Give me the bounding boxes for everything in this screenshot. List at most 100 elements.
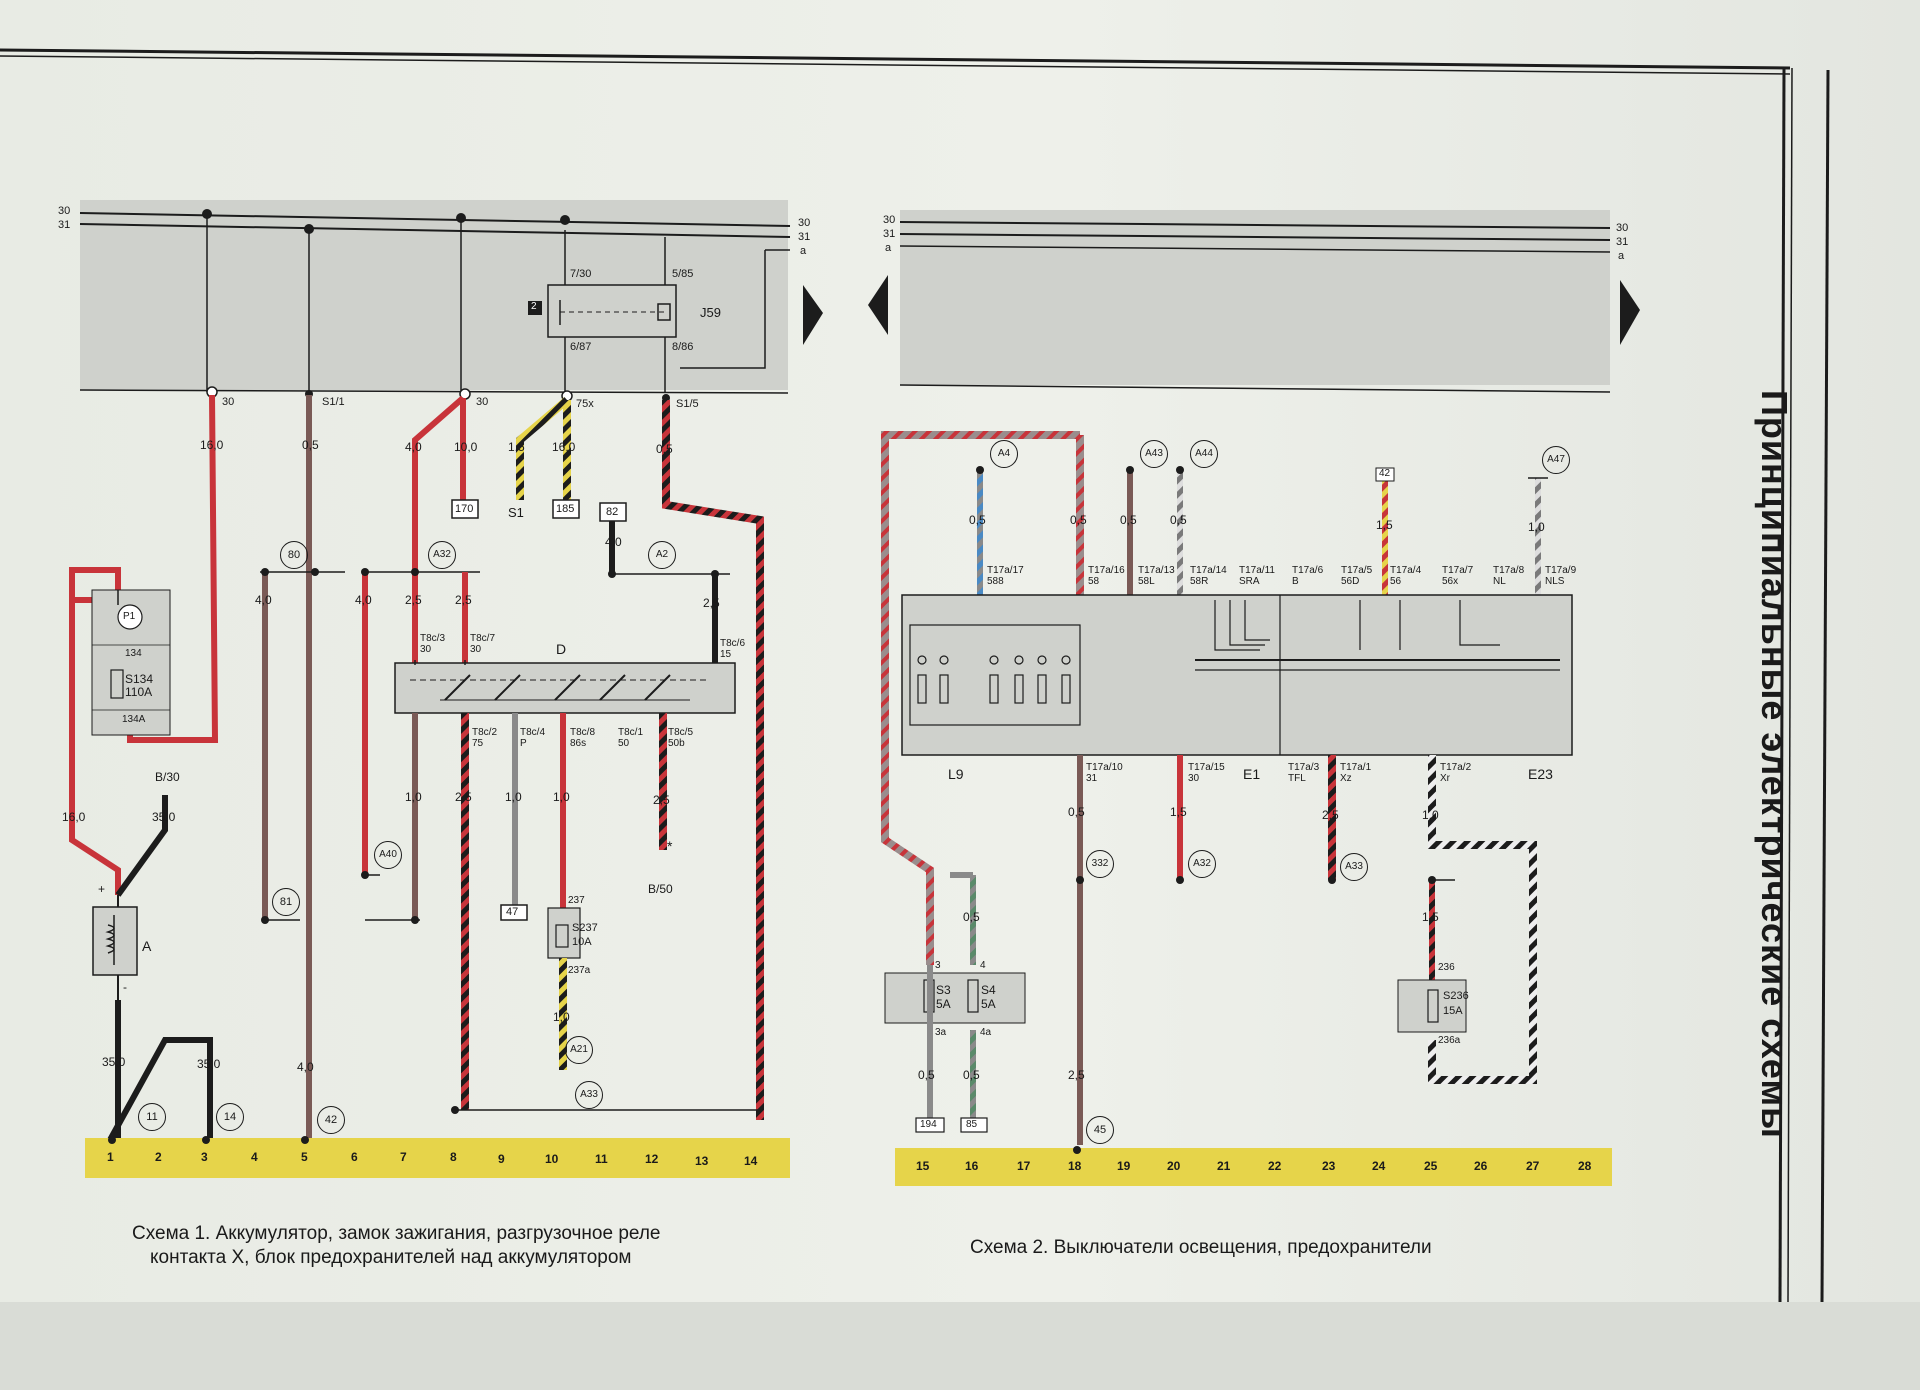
- fuse-s3-pin-bottom: 3a: [935, 1027, 947, 1038]
- conn-top-3-n: 58L: [1138, 576, 1155, 587]
- s2-grid-21: 21: [1217, 1159, 1231, 1173]
- conn-bottom-4-t: T17a/1: [1340, 762, 1372, 773]
- wiring-diagram: [0, 48, 1830, 1302]
- s2-bus-right-a: a: [1618, 250, 1625, 262]
- s1-wire-label-22: 35,0: [102, 1055, 126, 1069]
- fuse-s134-label: S134: [125, 672, 154, 686]
- s1-wire-label-11: 2,5: [455, 593, 472, 607]
- s1-grid-2: 2: [155, 1150, 162, 1164]
- conn-top-4-t: T17a/14: [1190, 565, 1227, 576]
- switch-top-pin-3-n: 15: [720, 649, 732, 660]
- circle-332: 332: [1086, 850, 1114, 878]
- s2-grid-28: 28: [1578, 1159, 1592, 1173]
- circle-a33-s2: A33: [1340, 853, 1368, 881]
- conn-top-6-t: T17a/6: [1292, 565, 1324, 576]
- fuse-s4-rating: 5A: [981, 997, 996, 1011]
- s1-wire-label-13: 2,5: [703, 596, 720, 610]
- conn-top-9-n: 56x: [1442, 576, 1459, 587]
- caption-schema-1-line2: контакта X, блок предохранителей над акк…: [150, 1247, 632, 1268]
- conn-bottom-1-t: T17a/10: [1086, 762, 1123, 773]
- page: 30 31 30 31 a 2 J59 7/30 5/85 6/87 8/86 …: [0, 0, 1920, 1302]
- s2-bus-left-30: 30: [883, 214, 896, 226]
- conn-top-2-n: 58: [1088, 576, 1100, 587]
- conn-top-5-n: SRA: [1239, 576, 1260, 587]
- conn-bottom-2-n: 30: [1188, 773, 1200, 784]
- s2-bus-right-31: 31: [1616, 236, 1629, 248]
- switch-top-pin-2-t: T8c/7: [470, 633, 496, 644]
- s2-grid-15: 15: [916, 1159, 930, 1173]
- s1-wire-label-20: 35,0: [152, 810, 176, 824]
- conn-top-2-t: T17a/16: [1088, 565, 1125, 576]
- s1-wire-label-3: 4,0: [405, 440, 422, 454]
- s1-grid-6: 6: [351, 1150, 358, 1164]
- s2-wire-label-12: 0,5: [963, 910, 980, 924]
- s2-grid-22: 22: [1268, 1159, 1282, 1173]
- s1-wire-label-19: 1,0: [553, 1010, 570, 1024]
- s1-grid-9: 9: [498, 1152, 505, 1166]
- switch-bottom-pin-1-n: 75: [472, 738, 484, 749]
- relay-pin-2: 5/85: [672, 268, 694, 280]
- switch-top-pin-3-t: T8c/6: [720, 638, 746, 649]
- fuse-s4-pin-top: 4: [980, 960, 986, 971]
- s2-grid-25: 25: [1424, 1159, 1438, 1173]
- s2-bus-left-31: 31: [883, 228, 896, 240]
- fuse-p1-pin-bottom: 134A: [122, 714, 146, 725]
- s2-grid-18: 18: [1068, 1159, 1082, 1173]
- vertical-page-title: Принципиальные электрические схемы: [1754, 390, 1795, 1139]
- s2-grid-20: 20: [1167, 1159, 1181, 1173]
- s1-bus-right-a: a: [800, 245, 807, 257]
- switch-bottom-pin-5-n: 50b: [668, 738, 685, 749]
- circle-a32-s2: A32: [1188, 850, 1216, 878]
- conn-top-7-n: 56D: [1341, 576, 1360, 587]
- s1-wire-label-1: 16,0: [200, 438, 224, 452]
- s1-grid-13: 13: [695, 1154, 709, 1168]
- s1-wire-label-14: 1,0: [405, 790, 422, 804]
- switch-top-pin-2-n: 30: [470, 644, 482, 655]
- conn-top-1-t: T17a/17: [987, 565, 1024, 576]
- terminal-box-82: 82: [606, 506, 619, 518]
- conn-top-3-t: T17a/13: [1138, 565, 1175, 576]
- conn-top-4-n: 58R: [1190, 576, 1209, 587]
- switch-bottom-pin-2-t: T8c/4: [520, 727, 546, 738]
- conn-top-5-t: T17a/11: [1239, 565, 1275, 576]
- switch-bottom-pin-4-t: T8c/1: [618, 727, 644, 738]
- panel-pin-2: S1/1: [322, 396, 345, 408]
- s1-grid-7: 7: [400, 1150, 407, 1164]
- s1-grid-14: 14: [744, 1154, 758, 1168]
- s1-bus-left-30: 30: [58, 205, 71, 217]
- s1-wire-label-21: 16,0: [62, 810, 86, 824]
- s2-grid-19: 19: [1117, 1159, 1131, 1173]
- battery-label: A: [142, 938, 152, 954]
- switch-top-pin-1-t: T8c/3: [420, 633, 446, 644]
- switch-top-pin-1-n: 30: [420, 644, 432, 655]
- s2-bus-right-30: 30: [1616, 222, 1629, 234]
- panel-pin-4: 75x: [576, 398, 594, 410]
- section-b50: B/50: [648, 882, 673, 896]
- block-label-e1: E1: [1243, 766, 1261, 782]
- caption-schema-2: Схема 2. Выключатели освещения, предохра…: [970, 1237, 1432, 1258]
- circle-a43: A43: [1140, 440, 1168, 468]
- fuse-s237-rating: 10A: [572, 936, 592, 948]
- s1-wire-label-5: 1,5: [508, 440, 525, 454]
- s2-wire-label-2: 0,5: [1070, 513, 1087, 527]
- section-s1: S1: [508, 505, 524, 520]
- relay-pin-1: 7/30: [570, 268, 592, 280]
- s1-wire-label-24: 4,0: [297, 1060, 314, 1074]
- section-b30: B/30: [155, 770, 180, 784]
- s1-wire-label-6: 16,0: [552, 440, 576, 454]
- caption-schema-1-line1: Схема 1. Аккумулятор, замок зажигания, р…: [132, 1223, 661, 1244]
- circle-a44: A44: [1190, 440, 1218, 468]
- terminal-box-170: 170: [455, 503, 474, 515]
- s2-grid-24: 24: [1372, 1159, 1386, 1173]
- conn-bottom-5-n: Xr: [1440, 773, 1450, 784]
- s2-wire-label-7: 0,5: [1068, 805, 1085, 819]
